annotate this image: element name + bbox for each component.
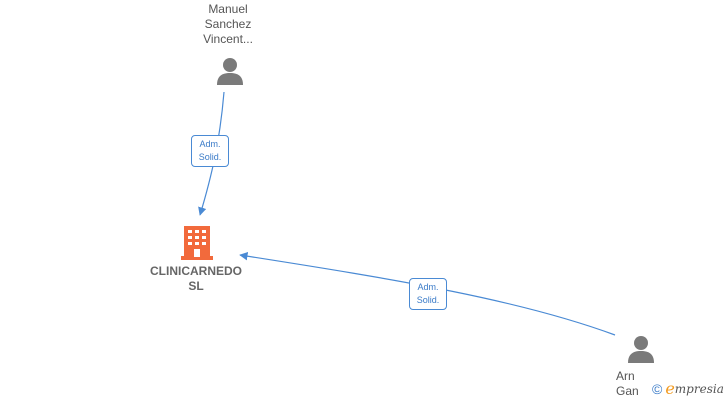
brand-logo: © e mpresia — [650, 379, 724, 399]
edge-role-line1: Adm. — [417, 282, 439, 292]
edge-role-line2: Solid. — [416, 295, 440, 305]
brand-logo-text: mpresia — [674, 382, 724, 396]
copyright-icon: © — [652, 381, 663, 397]
edge-line-bottom — [239, 252, 616, 336]
edge-label-bottom[interactable]: Adm. Solid. — [409, 278, 447, 310]
building-icon[interactable] — [181, 224, 213, 260]
person-name-top[interactable]: Manuel Sanchez Vincent... — [203, 2, 253, 46]
company-name[interactable]: CLINICARNEDO SL — [150, 264, 242, 293]
person-icon[interactable] — [215, 56, 245, 86]
person-icon[interactable] — [626, 334, 656, 364]
edge-role-line1: Adm. — [199, 139, 221, 149]
brand-logo-e: e — [665, 379, 675, 398]
person-name-bottom[interactable]: Arn Gan — [616, 369, 639, 398]
edge-role-line2: Solid. — [198, 152, 222, 162]
edge-label-top[interactable]: Adm. Solid. — [191, 135, 229, 167]
